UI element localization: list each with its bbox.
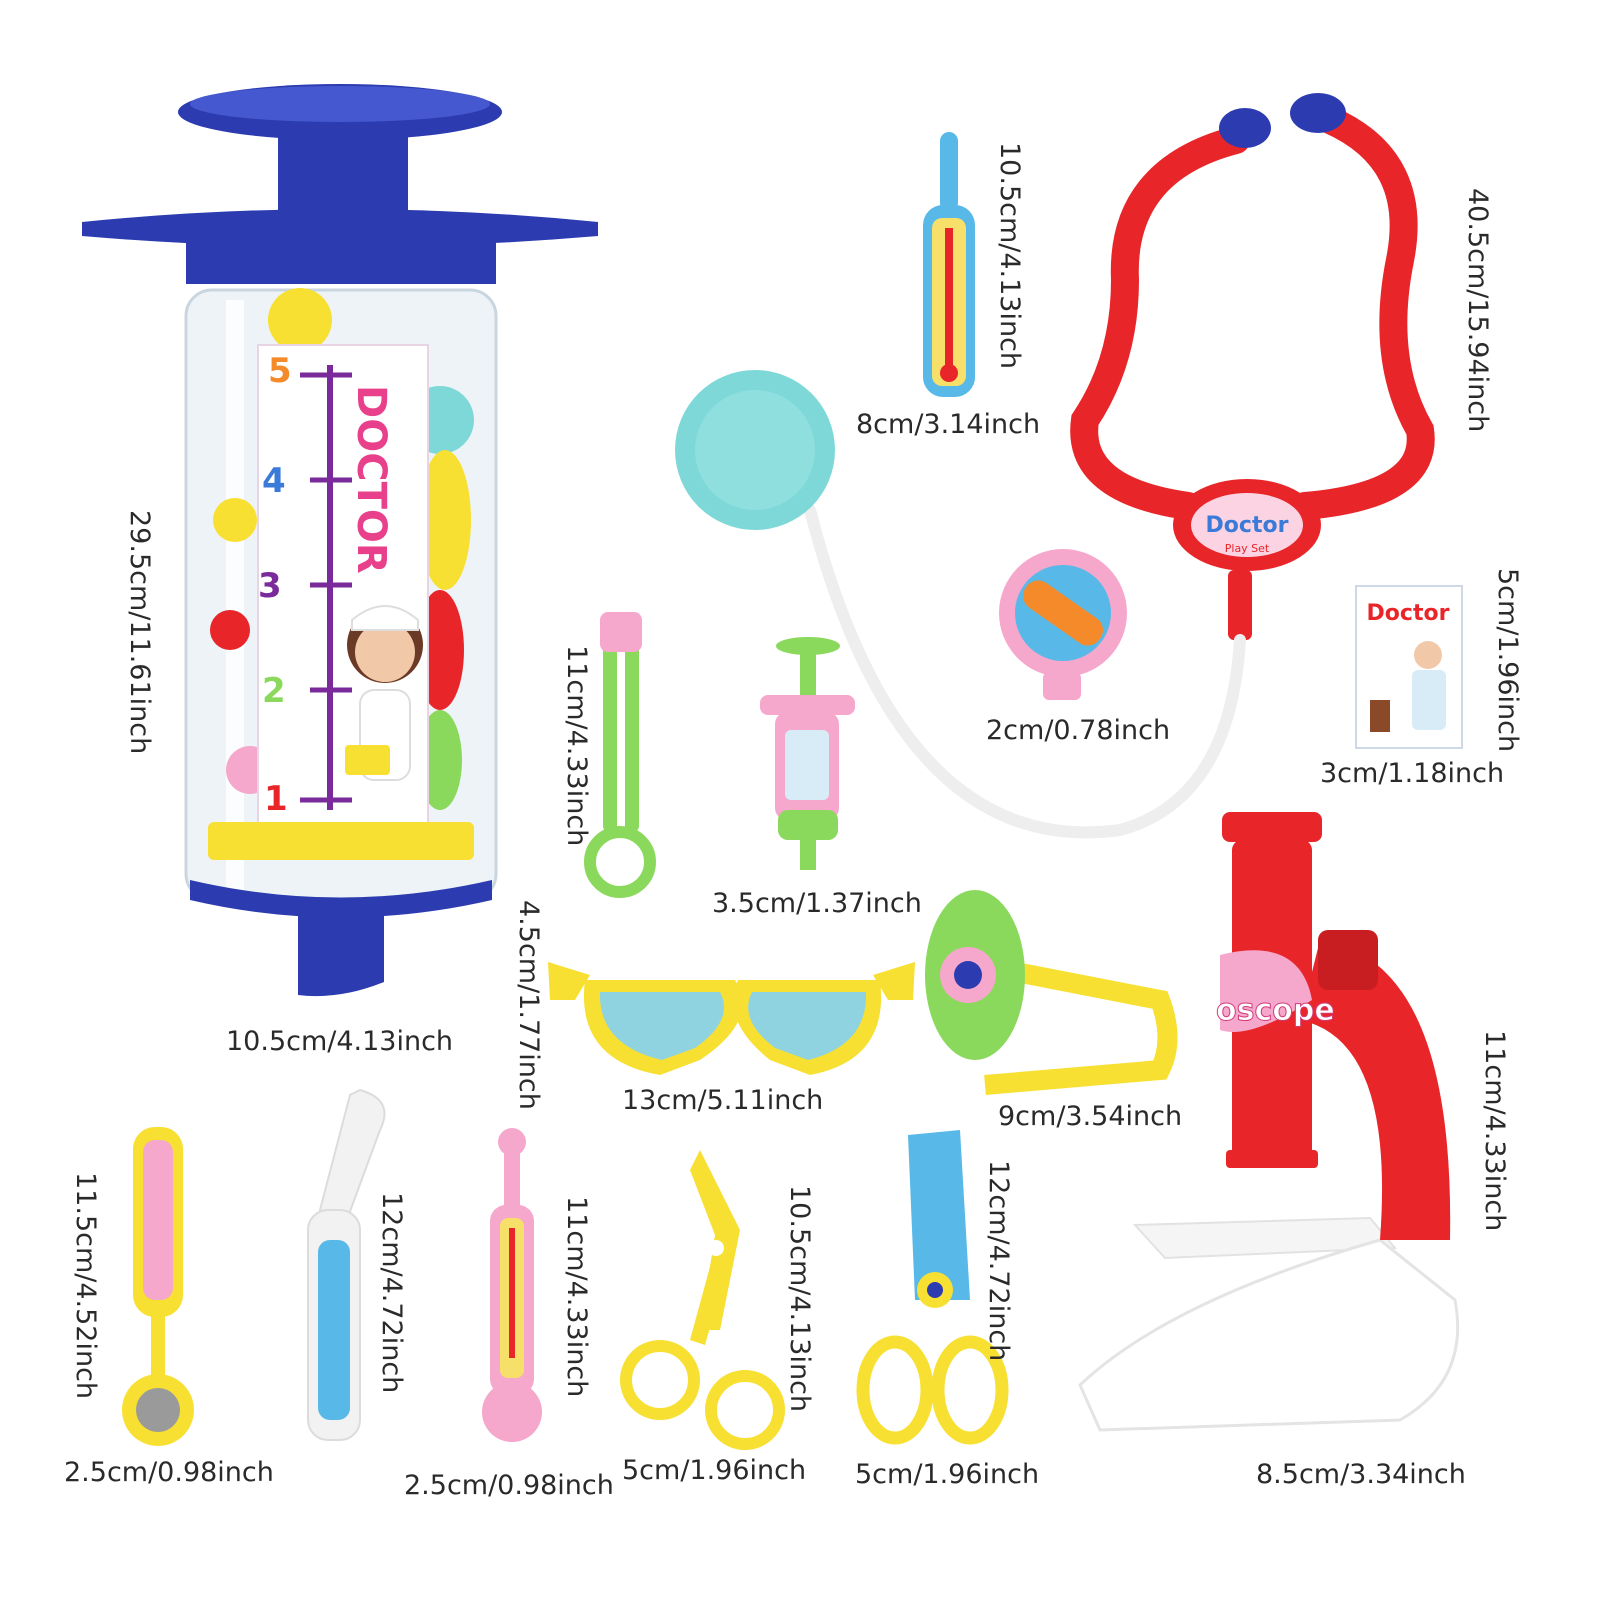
head-mirror-width-label: 9cm/3.54inch [998, 1101, 1183, 1132]
stethoscope-doctor-text: Doctor [1206, 513, 1289, 538]
microscope-width-label: 8.5cm/3.34inch [1256, 1459, 1466, 1490]
jar-scale-2: 2 [262, 671, 286, 711]
jar-scale-3: 3 [258, 566, 282, 606]
jar-doctor-text: DOCTOR [348, 385, 394, 574]
small-syringe-toy [760, 637, 855, 870]
clamp-height-label: 10.5cm/4.13inch [784, 1185, 815, 1413]
scissors-toy [856, 1130, 1009, 1445]
bandage-case-toy [999, 549, 1127, 700]
dental-mirror-toy [122, 1127, 194, 1446]
microscope-text: oscope [1216, 993, 1335, 1028]
scissors-height-label: 12cm/4.72inch [983, 1160, 1014, 1362]
syringe-jar-height-label: 29.5cm/11.61inch [124, 510, 155, 755]
spatula-height-label: 12cm/4.72inch [376, 1192, 407, 1394]
dental-mirror-width-label: 2.5cm/0.98inch [64, 1457, 274, 1488]
head-mirror-toy [925, 890, 1178, 1095]
doctor-booklet-toy: Doctor [1355, 585, 1463, 749]
bandage-case-width-label: 2cm/0.78inch [986, 715, 1171, 746]
glasses-height-label: 4.5cm/1.77inch [513, 900, 544, 1110]
tweezers-toy [584, 612, 656, 898]
reflex-hammer-height-label: 11cm/4.33inch [561, 1196, 592, 1398]
booklet-height-label: 5cm/1.96inch [1492, 568, 1523, 753]
reflex-hammer-width-label: 2.5cm/0.98inch [404, 1470, 614, 1501]
syringe-jar: 5 4 3 2 1 DOCTOR [82, 84, 598, 997]
booklet-width-label: 3cm/1.18inch [1320, 758, 1505, 789]
dental-mirror-height-label: 11.5cm/4.52inch [70, 1172, 101, 1400]
clamp-width-label: 5cm/1.96inch [622, 1455, 807, 1486]
thermometer-toy [923, 132, 975, 397]
scissors-width-label: 5cm/1.96inch [855, 1459, 1040, 1490]
glasses-width-label: 13cm/5.11inch [622, 1085, 824, 1116]
clamp-toy [620, 1150, 785, 1450]
booklet-title: Doctor [1367, 601, 1450, 626]
stethoscope-playset-text: Play Set [1225, 542, 1270, 555]
tweezers-height-label: 11cm/4.33inch [561, 645, 592, 847]
jar-scale-4: 4 [262, 461, 286, 501]
syringe-jar-width-label: 10.5cm/4.13inch [226, 1026, 454, 1057]
jar-scale-1: 1 [264, 779, 288, 819]
microscope-height-label: 11cm/4.33inch [1479, 1030, 1510, 1232]
heart-glasses-toy [548, 962, 915, 1075]
small-syringe-width-label: 3.5cm/1.37inch [712, 888, 922, 919]
spatula-toy [307, 1088, 386, 1441]
pink-thermometer-toy [482, 1128, 542, 1442]
thermometer-width-label: 8cm/3.14inch [856, 409, 1041, 440]
stethoscope-height-label: 40.5cm/15.94inch [1462, 188, 1493, 433]
jar-scale-5: 5 [268, 351, 292, 391]
thermometer-height-label: 10.5cm/4.13inch [994, 142, 1025, 370]
microscope-toy: oscope [1078, 812, 1460, 1432]
stethoscope-toy: Doctor Play Set [675, 93, 1435, 839]
